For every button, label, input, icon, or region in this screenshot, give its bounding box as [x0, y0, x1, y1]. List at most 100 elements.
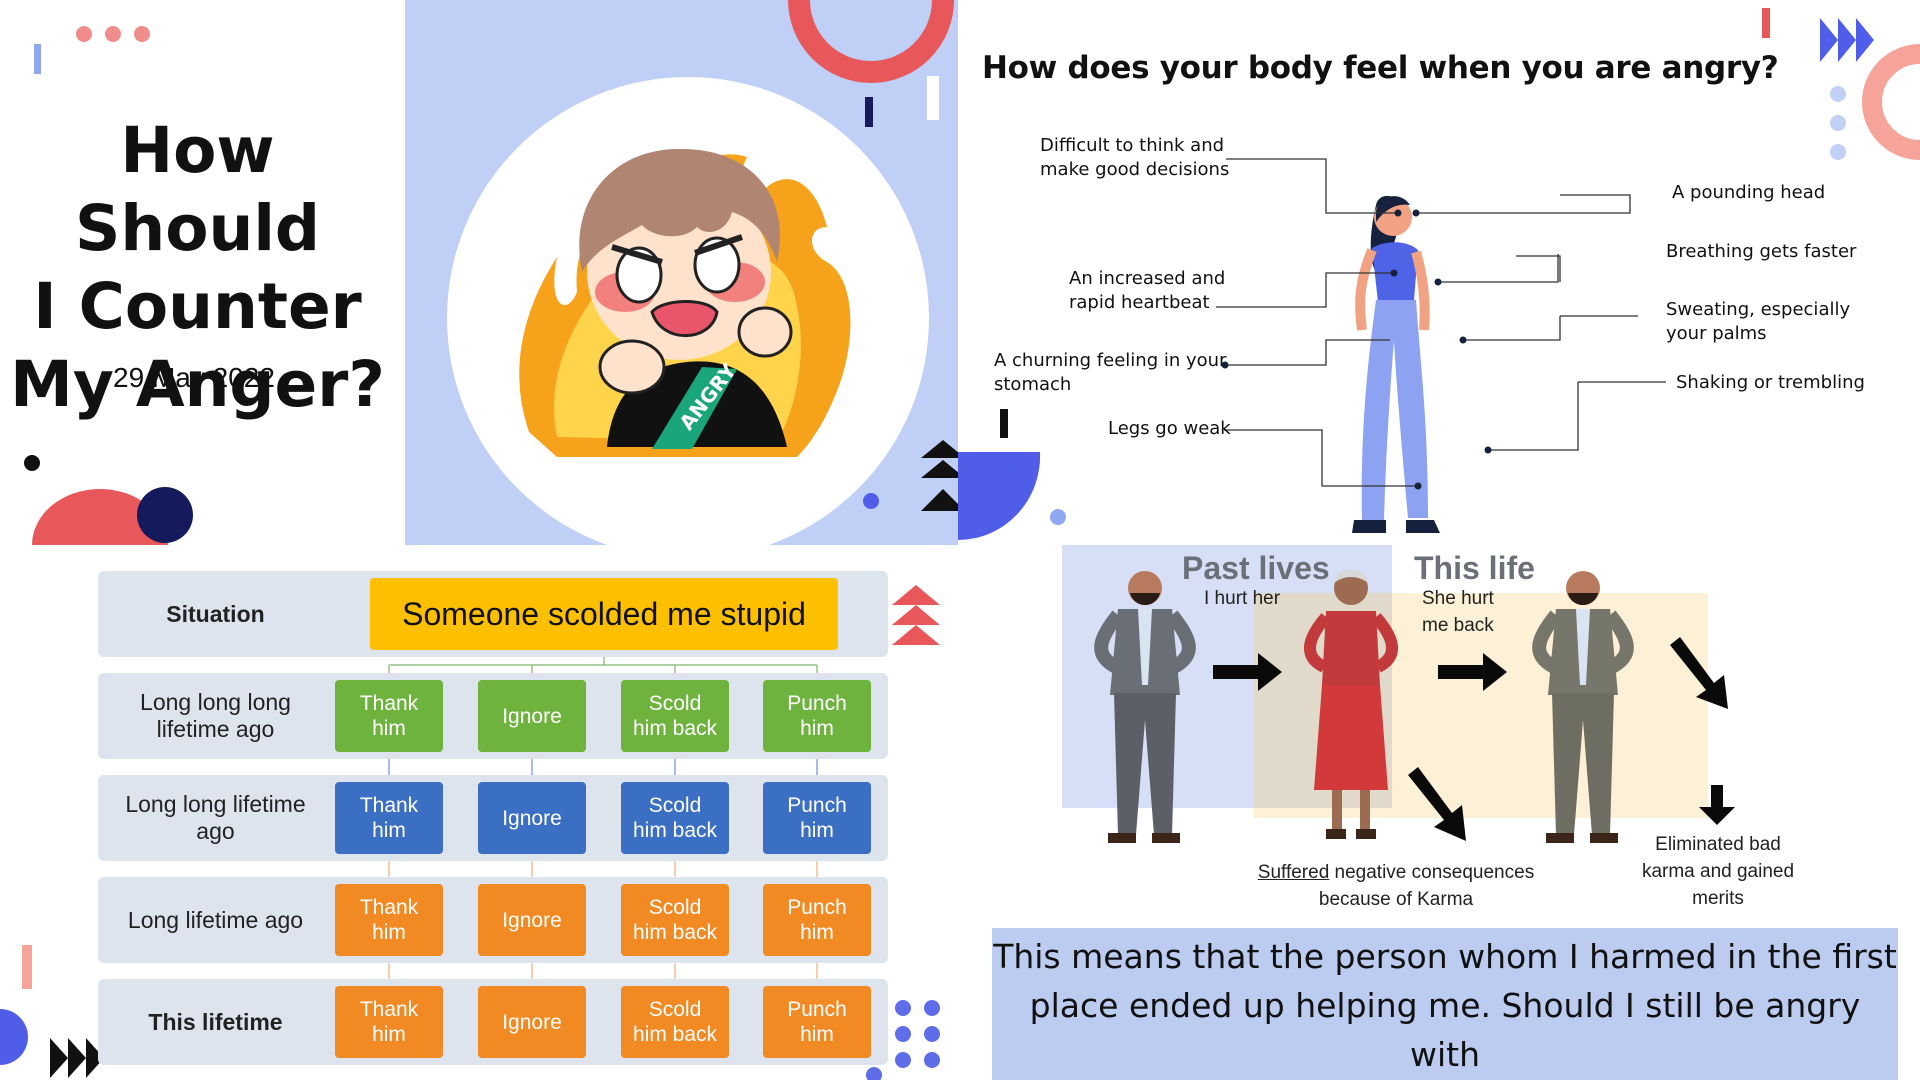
navy-circle — [137, 487, 193, 543]
salmon-ring-arc — [1862, 44, 1920, 160]
suffered-rest: negative consequences — [1329, 862, 1535, 883]
callout-lines — [1216, 158, 1666, 487]
callout-dot — [1414, 482, 1422, 490]
beard — [1130, 593, 1160, 605]
angry-boy-illustration: ANGRY — [519, 148, 851, 458]
suffered-word: Suffered — [1257, 862, 1330, 883]
callout-dot — [1221, 361, 1229, 369]
leg — [1360, 790, 1370, 830]
woman-hair-top — [1376, 196, 1410, 222]
leader-line — [1488, 382, 1579, 451]
lavender-dot — [1830, 86, 1846, 102]
lavender-dot — [1830, 144, 1846, 160]
woman-figure — [1304, 569, 1398, 839]
blue-chevron — [1820, 18, 1838, 62]
callout-left: Legs go weak — [1108, 418, 1231, 439]
navy-bar — [865, 97, 873, 127]
body-anger-slide: How does your body feel when you are ang… — [958, 0, 1920, 545]
choice-cell: Punch him — [763, 986, 871, 1058]
row-label: Long long lifetime ago — [125, 791, 306, 844]
shoe — [1546, 833, 1574, 843]
she-hurt-me-text: She hurt me back — [1422, 588, 1494, 636]
row-label: Long lifetime ago — [127, 906, 304, 933]
callout-left: An increased and rapid heartbeat — [1069, 268, 1226, 313]
arm-left — [1304, 613, 1331, 673]
shoe — [1108, 833, 1136, 843]
title-line: My Anger? — [10, 348, 385, 421]
choice-cell: Punch him — [763, 782, 871, 854]
callout-left: A churning feeling in your stomach — [994, 350, 1227, 395]
choice-cell: Ignore — [478, 884, 586, 956]
choice-cell: Thank him — [335, 986, 443, 1058]
head — [1334, 571, 1368, 605]
karma-slide-graphics — [1062, 545, 1735, 843]
coral-dot — [134, 26, 150, 42]
callout-left: Difficult to think and make good decisio… — [1040, 135, 1230, 180]
trousers — [1114, 693, 1176, 835]
woman-arm-right — [1411, 250, 1430, 331]
callout-dots — [1221, 209, 1492, 490]
callout-right: Breathing gets faster — [1666, 241, 1857, 262]
title-slide: How Should I Counter My Anger? 29 May 20… — [0, 0, 405, 545]
arm-right — [1604, 610, 1634, 674]
skirt — [1314, 685, 1388, 790]
leader-line — [1216, 272, 1394, 308]
arm-left — [1094, 610, 1124, 674]
grid-dot — [924, 1052, 940, 1068]
black-chevron — [50, 1038, 68, 1078]
date-label: 29 May 2022 — [113, 362, 275, 393]
title-line: How Should — [74, 114, 321, 265]
blue-half-fill — [0, 1009, 28, 1065]
right-fist — [737, 306, 793, 358]
blue-chevron — [1838, 18, 1856, 62]
man-figure-left — [1094, 571, 1196, 843]
blue-accent-bar — [34, 44, 41, 74]
black-bar — [1000, 409, 1008, 438]
past-lives-label: Past lives — [1182, 550, 1330, 586]
coral-bar — [1762, 8, 1770, 38]
callout-dot — [1394, 209, 1402, 217]
leader-line — [1416, 194, 1631, 214]
karma-slide: Past lives This life I hurt her She hurt… — [958, 545, 1920, 1080]
callout-right: Shaking or trembling — [1676, 372, 1865, 393]
coral-triangle — [892, 605, 940, 625]
arrows — [1213, 637, 1735, 841]
woman-arm-left — [1355, 248, 1377, 331]
salmon-bar — [22, 945, 32, 989]
choice-cell: Punch him — [763, 680, 871, 752]
right-arrow — [1438, 653, 1507, 691]
trousers — [1552, 693, 1614, 835]
white-bar — [927, 76, 939, 120]
woman-shoe-left — [1352, 520, 1386, 533]
callout-right: Sweating, especially your palms — [1666, 299, 1851, 344]
diagonal-arrow — [1408, 767, 1466, 841]
left-brow — [611, 244, 663, 265]
this-life-label: This life — [1414, 550, 1535, 586]
arm-right — [1371, 613, 1398, 673]
conclusion-box: This means that the person whom I harmed… — [992, 928, 1898, 1080]
mouth — [650, 300, 719, 338]
coral-dot — [76, 26, 92, 42]
shoe — [1356, 829, 1376, 839]
title-slide-decorations — [24, 26, 193, 545]
lifetime-table-slide: Situation Someone scolded me stupid Long… — [0, 545, 958, 1080]
blue-chevron — [1856, 18, 1874, 62]
lavender-dot — [1830, 115, 1846, 131]
i-hurt-her-text: I hurt her — [1204, 588, 1281, 609]
body-slide-graphics — [958, 8, 1920, 541]
leader-line — [1226, 158, 1398, 214]
title-line: I Counter — [33, 270, 362, 343]
left-fist — [598, 339, 666, 395]
grid-dot — [866, 1067, 882, 1080]
hair — [1334, 569, 1368, 583]
situation-label: Situation — [166, 600, 265, 627]
situation-box: Someone scolded me stupid — [370, 578, 838, 650]
shoe — [1152, 833, 1180, 843]
shirt — [1138, 609, 1152, 685]
choice-cell: Scold him back — [621, 986, 729, 1058]
black-chevron — [68, 1038, 86, 1078]
blue-quarter-circle — [958, 452, 1041, 541]
grid-dot — [895, 1000, 911, 1016]
choice-cell: Thank him — [335, 782, 443, 854]
suffered-text: Suffered negative consequences — [1246, 859, 1546, 886]
